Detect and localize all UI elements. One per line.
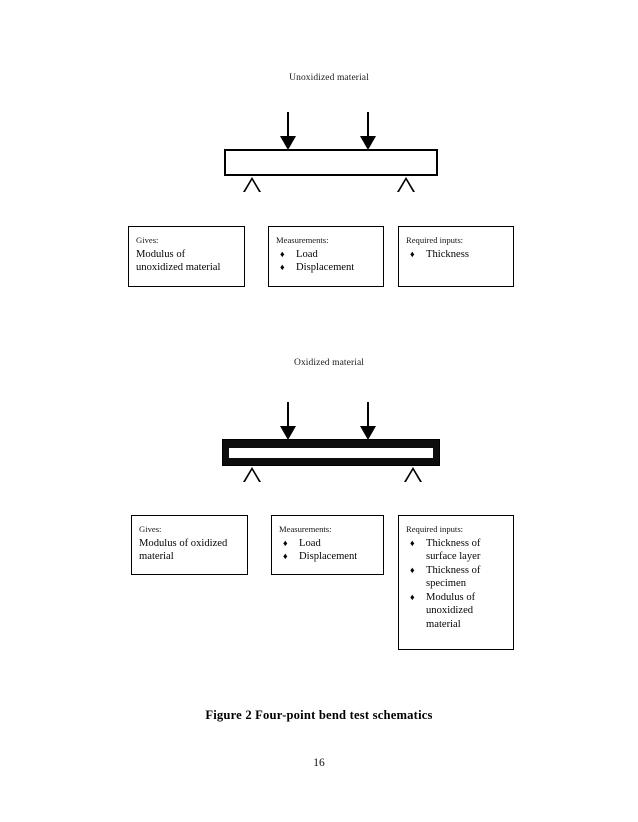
diamond-bullet-icon: ♦: [283, 551, 288, 562]
info-box-gives-oxidized: Gives: Modulus of oxidized material: [131, 515, 248, 575]
list-item: ♦ Displacement: [279, 550, 383, 564]
diamond-bullet-icon: ♦: [410, 591, 415, 602]
beam-core-unoxidized-layer: [229, 448, 433, 458]
list-item-label: Load: [299, 537, 321, 549]
info-line: Modulus of oxidized: [139, 537, 228, 549]
list-item: ♦ Thickness of surface layer: [406, 537, 508, 564]
info-box-heading: Required inputs:: [406, 235, 464, 245]
support-left-unoxidized: [243, 177, 262, 192]
info-box-heading: Measurements:: [276, 235, 329, 245]
list-item-label: Modulus of unoxidized material: [426, 591, 476, 631]
info-box-heading: Required inputs:: [406, 524, 464, 534]
diamond-bullet-icon: ♦: [283, 537, 288, 548]
page-number: 16: [313, 757, 325, 769]
info-line: material: [139, 551, 174, 563]
support-right-oxidized: [404, 467, 423, 482]
load-arrow-right-oxidized: [360, 402, 376, 440]
info-box-body: Modulus of oxidized material: [139, 537, 247, 564]
info-box-heading: Gives:: [136, 235, 159, 245]
load-arrow-left-unoxidized: [280, 112, 296, 150]
list-item-label: Displacement: [299, 551, 358, 563]
list-item: ♦ Load: [276, 248, 383, 262]
info-line: Modulus of: [136, 248, 186, 260]
info-box-required-inputs-oxidized: Required inputs: ♦ Thickness of surface …: [398, 515, 514, 650]
list-item-label: Displacement: [296, 262, 355, 274]
beam-unoxidized: [224, 149, 438, 176]
load-arrow-left-oxidized: [280, 402, 296, 440]
info-box-measurements-unoxidized: Measurements: ♦ Load ♦ Displacement: [268, 226, 384, 287]
diamond-bullet-icon: ♦: [280, 262, 285, 273]
info-box-body: Modulus of unoxidized material: [136, 248, 244, 275]
list-item-label: Thickness of surface layer: [426, 537, 481, 563]
support-right-unoxidized: [397, 177, 416, 192]
schematic-title-unoxidized: Unoxidized material: [289, 73, 369, 83]
list-item: ♦ Thickness of specimen: [406, 564, 508, 591]
list-item-label: Load: [296, 248, 318, 260]
info-box-bullet-list: ♦ Load ♦ Displacement: [276, 248, 383, 275]
info-box-heading: Measurements:: [279, 524, 332, 534]
list-item: ♦ Load: [279, 537, 383, 551]
support-left-oxidized: [243, 467, 262, 482]
schematic-title-oxidized: Oxidized material: [293, 358, 365, 368]
diamond-bullet-icon: ♦: [410, 248, 415, 259]
list-item: ♦ Displacement: [276, 261, 383, 275]
figure-caption: Figure 2 Four-point bend test schematics: [205, 708, 433, 722]
info-box-bullet-list: ♦ Load ♦ Displacement: [279, 537, 383, 564]
info-box-gives-unoxidized: Gives: Modulus of unoxidized material: [128, 226, 245, 287]
load-arrow-right-unoxidized: [360, 112, 376, 150]
diamond-bullet-icon: ♦: [280, 248, 285, 259]
info-box-required-inputs-unoxidized: Required inputs: ♦ Thickness: [398, 226, 514, 287]
list-item-label: Thickness of specimen: [426, 564, 481, 590]
info-box-bullet-list: ♦ Thickness of surface layer ♦ Thickness…: [406, 537, 513, 632]
info-box-heading: Gives:: [139, 524, 162, 534]
diamond-bullet-icon: ♦: [410, 537, 415, 548]
info-box-measurements-oxidized: Measurements: ♦ Load ♦ Displacement: [271, 515, 384, 575]
list-item-label: Thickness: [426, 248, 469, 260]
info-line: unoxidized material: [136, 262, 221, 274]
beam-oxidized: [222, 439, 440, 466]
list-item: ♦ Thickness: [406, 248, 513, 262]
list-item: ♦ Modulus of unoxidized material: [406, 591, 496, 632]
info-box-bullet-list: ♦ Thickness: [406, 248, 513, 262]
diamond-bullet-icon: ♦: [410, 564, 415, 575]
